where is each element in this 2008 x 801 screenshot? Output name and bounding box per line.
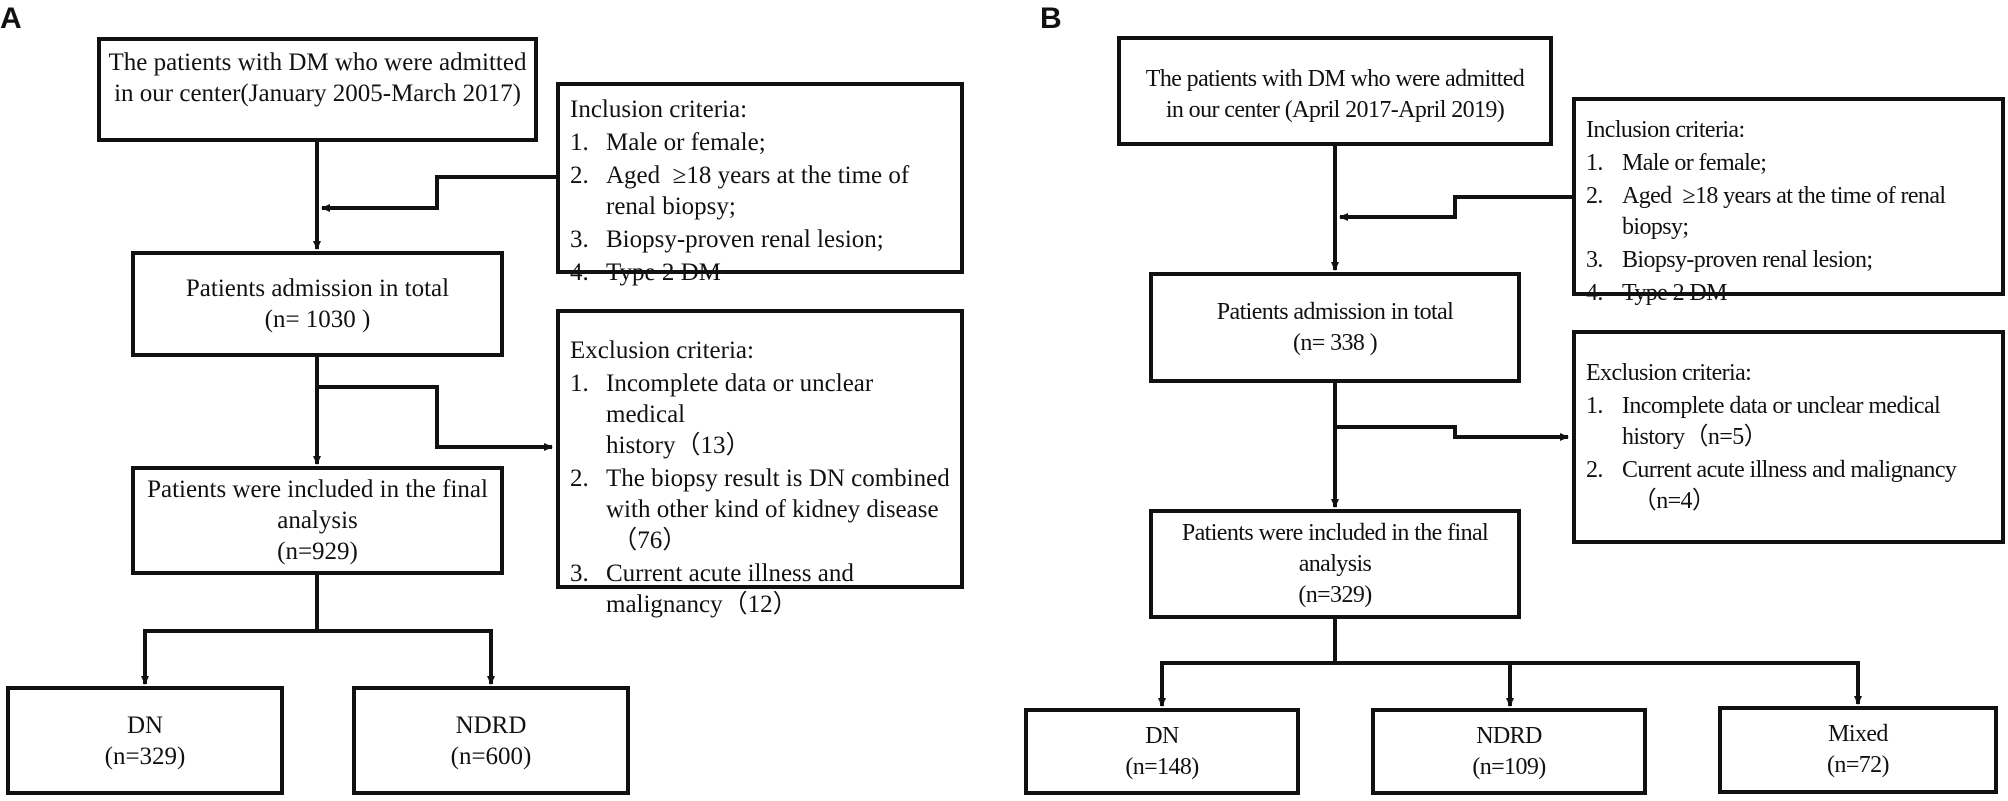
item-number: 2. [1586,457,1603,483]
admission-total-box-b: Patients admission in total (n= 338 ) [1149,272,1521,383]
group-name: NDRD [1476,722,1542,749]
criteria-item: 3. Biopsy-proven renal lesion; [570,224,950,255]
criteria-item: 4. Type 2 DM [1586,278,1991,309]
group-box-mixed-b: Mixed (n=72) [1718,706,1998,794]
item-text: Type 2 DM [1622,280,1728,306]
item-text: with other kind of kidney disease [606,496,939,523]
admission-count: (n= 1030 ) [264,306,371,333]
source-line: in our center (April 2017-April 2019) [1165,97,1505,123]
item-text: Biopsy-proven renal lesion; [1622,247,1873,273]
item-number: 1. [570,129,589,156]
inclusion-title: Inclusion criteria: [1586,117,1745,143]
group-count: (n=148) [1125,753,1199,780]
final-line: Patients were included in the final [1181,519,1489,546]
final-count: (n=929) [277,538,358,565]
item-text: Type 2 DM [606,259,721,286]
final-line: analysis [1298,550,1372,577]
final-line: analysis [277,507,358,534]
source-line: in our center(January 2005-March 2017) [114,80,521,107]
group-name: DN [126,711,164,739]
item-text: history（13） [606,432,751,459]
item-text: history（n=5） [1622,424,1768,450]
source-line: The patients with DM who were admitted [1145,66,1525,92]
arrow-inclusion-b [1339,195,1572,221]
final-line: Patients were included in the final [147,476,488,503]
group-box-dn-b: DN (n=148) [1024,708,1300,795]
criteria-item: 4. Type 2 DM [570,257,950,288]
item-number: 3. [570,560,589,587]
item-text: Aged ≥18 years at the time of renal [1622,183,1946,209]
criteria-item: 3. Biopsy-proven renal lesion; [1586,245,1991,276]
item-text: Current acute illness and malignancy [1622,457,1957,483]
group-box-ndrd-a: NDRD (n=600) [352,686,630,795]
criteria-item: 2. Current acute illness and malignancy （… [1586,455,1991,517]
item-text: Male or female; [606,129,766,156]
source-line: The patients with DM who were admitted [108,49,527,76]
inclusion-title: Inclusion criteria: [570,96,748,123]
group-name: NDRD [455,711,527,739]
item-number: 1. [570,370,589,397]
item-number: 4. [1586,280,1603,306]
item-text: Male or female; [1622,150,1767,176]
admission-count: (n= 338 ) [1292,329,1378,356]
item-text: malignancy（12） [606,591,798,618]
final-count: (n=329) [1298,581,1372,608]
admission-title: Patients admission in total [1216,298,1454,325]
group-count: (n=600) [450,742,532,770]
source-population-box-b: The patients with DM who were admitted i… [1117,36,1553,146]
criteria-item: 2. Aged ≥18 years at the time of renal bio… [570,160,950,222]
group-box-ndrd-b: NDRD (n=109) [1371,708,1647,795]
group-box-dn-a: DN (n=329) [6,686,284,795]
item-text: The biopsy result is DN combined [606,465,950,492]
item-number: 4. [570,259,589,286]
exclusion-title: Exclusion criteria: [1586,360,1752,386]
item-number: 2. [1586,183,1603,209]
item-number: 2. [570,465,589,492]
item-number: 3. [570,226,589,253]
criteria-item: 1. Male or female; [570,127,950,158]
exclusion-criteria-box-a: Exclusion criteria: 1. Incomplete data or… [556,309,964,618]
arrow-exclusion-b [1335,425,1569,441]
inclusion-criteria-box-b: Inclusion criteria: 1. Male or female; 2.… [1572,97,2005,306]
item-number: 3. [1586,247,1603,273]
panel-label-a: A [0,2,22,35]
item-text: Incomplete data or unclear medical [606,370,874,428]
final-analysis-box-b: Patients were included in the final anal… [1149,509,1521,619]
admission-total-box-a: Patients admission in total (n= 1030 ) [131,251,504,357]
group-count: (n=109) [1472,753,1546,780]
item-text: renal biopsy; [606,193,736,220]
group-count: (n=329) [104,742,186,770]
item-text: Biopsy-proven renal lesion; [606,226,884,253]
admission-title: Patients admission in total [185,275,450,302]
item-text: Incomplete data or unclear medical [1622,393,1941,419]
item-number: 1. [1586,393,1603,419]
criteria-item: 1. Male or female; [1586,148,1991,179]
item-number: 1. [1586,150,1603,176]
criteria-item: 2. Aged ≥18 years at the time of renal bio… [1586,181,1991,243]
panel-label-b: B [1040,2,1062,35]
criteria-item: 1. Incomplete data or unclear medical hist… [570,368,950,461]
item-text: （76） [606,527,688,554]
item-text: （n=4） [1622,488,1716,514]
exclusion-title: Exclusion criteria: [570,337,754,364]
criteria-item: 1. Incomplete data or unclear medical hist… [1586,391,1991,453]
exclusion-criteria-box-b: Exclusion criteria: 1. Incomplete data or… [1572,330,2005,544]
group-count: (n=72) [1827,752,1890,778]
arrow-inclusion-a [321,175,556,212]
group-name: DN [1145,722,1179,749]
final-analysis-box-a: Patients were included in the final anal… [131,466,504,575]
source-population-box-a: The patients with DM who were admitted i… [97,37,538,142]
inclusion-criteria-box-a: Inclusion criteria: 1. Male or female; 2.… [556,82,964,286]
criteria-item: 2. The biopsy result is DN combined with o… [570,463,950,556]
group-name: Mixed [1828,721,1888,747]
arrow-exclusion-a [317,385,553,451]
item-text: biopsy; [1622,214,1689,240]
item-text: Current acute illness and [606,560,854,587]
criteria-item: 3. Current acute illness and malignancy（12… [570,558,950,620]
item-number: 2. [570,162,589,189]
item-text: Aged ≥18 years at the time of [606,162,910,189]
